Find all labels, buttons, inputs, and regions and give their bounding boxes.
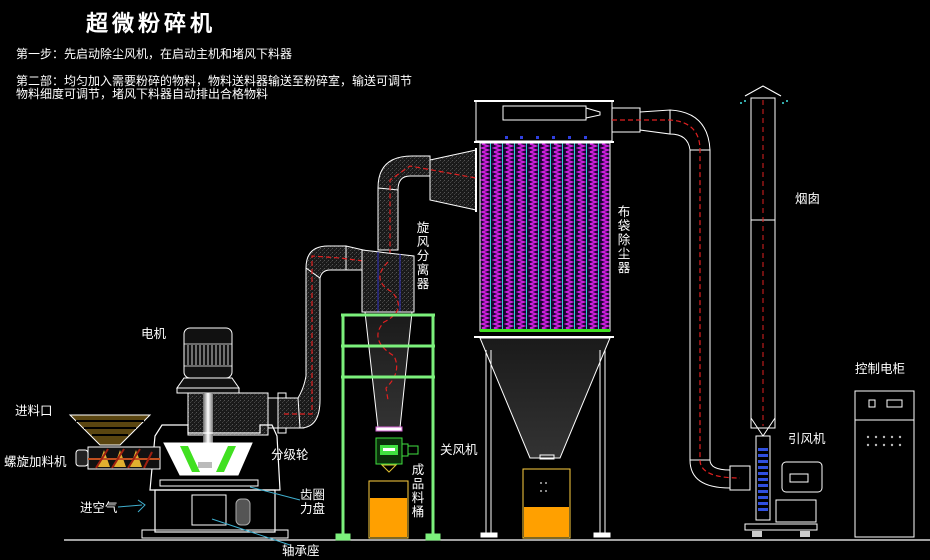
- label-motor: 电机: [141, 326, 167, 341]
- label-cyclone-separator: 旋风分离器: [416, 220, 430, 291]
- mill-base: [141, 489, 289, 539]
- page-title: 超微粉碎机: [86, 12, 217, 37]
- label-feed-inlet: 进料口: [15, 403, 53, 418]
- step-2-text-line-2: 物料细度可调节，堵风下料器自动排出合格物料: [16, 87, 269, 101]
- label-induced-draft-fan: 引风机: [788, 431, 826, 446]
- screw-feeder: [68, 414, 161, 470]
- leader-lines: [117, 486, 301, 546]
- bag-dust-collector: [474, 100, 614, 538]
- product-bucket-1: [368, 480, 409, 539]
- product-bucket-2: [522, 468, 571, 539]
- label-product-bucket: 成品料桶: [411, 462, 425, 519]
- label-chimney: 烟囱: [795, 191, 821, 206]
- airflow-path-2: [612, 119, 741, 479]
- duct-mill-to-cyclone: [277, 148, 477, 429]
- label-bearing-seat: 轴承座: [282, 543, 320, 558]
- label-gear-ring: 齿圈: [300, 487, 326, 502]
- control-cabinet: [854, 390, 915, 538]
- label-air-inlet: 进空气: [80, 500, 118, 515]
- bearing-element: [235, 498, 251, 526]
- label-bag-dust-collector: 布袋除尘器: [617, 204, 631, 275]
- mill-motor: [176, 327, 240, 394]
- chimney: [740, 85, 788, 437]
- label-control-cabinet: 控制电柜: [855, 361, 906, 376]
- cyclone-support-frame: [335, 313, 441, 541]
- cyclone-separator: [361, 249, 415, 432]
- label-classifier-wheel: 分级轮: [271, 447, 309, 462]
- induced-draft-fan: [744, 435, 823, 537]
- step-2-text-line-1: 第二部：均匀加入需要粉碎的物料，物料送料器输送至粉碎室，输送可调节: [16, 74, 413, 88]
- label-airlock-valve: 关风机: [440, 442, 478, 457]
- airlock-valve: [375, 437, 419, 473]
- display-window: [886, 399, 903, 408]
- label-screw-feeder: 螺旋加料机: [4, 454, 67, 469]
- indicator-window: [868, 399, 876, 408]
- classifier-housing: [187, 392, 287, 463]
- duct-collector-to-fan: [611, 107, 751, 491]
- label-force-plate: 力盘: [300, 501, 326, 516]
- step-1-text: 第一步：先启动除尘风机，在启动主机和堵风下料器: [16, 47, 293, 61]
- airflow-path-1: [284, 165, 477, 415]
